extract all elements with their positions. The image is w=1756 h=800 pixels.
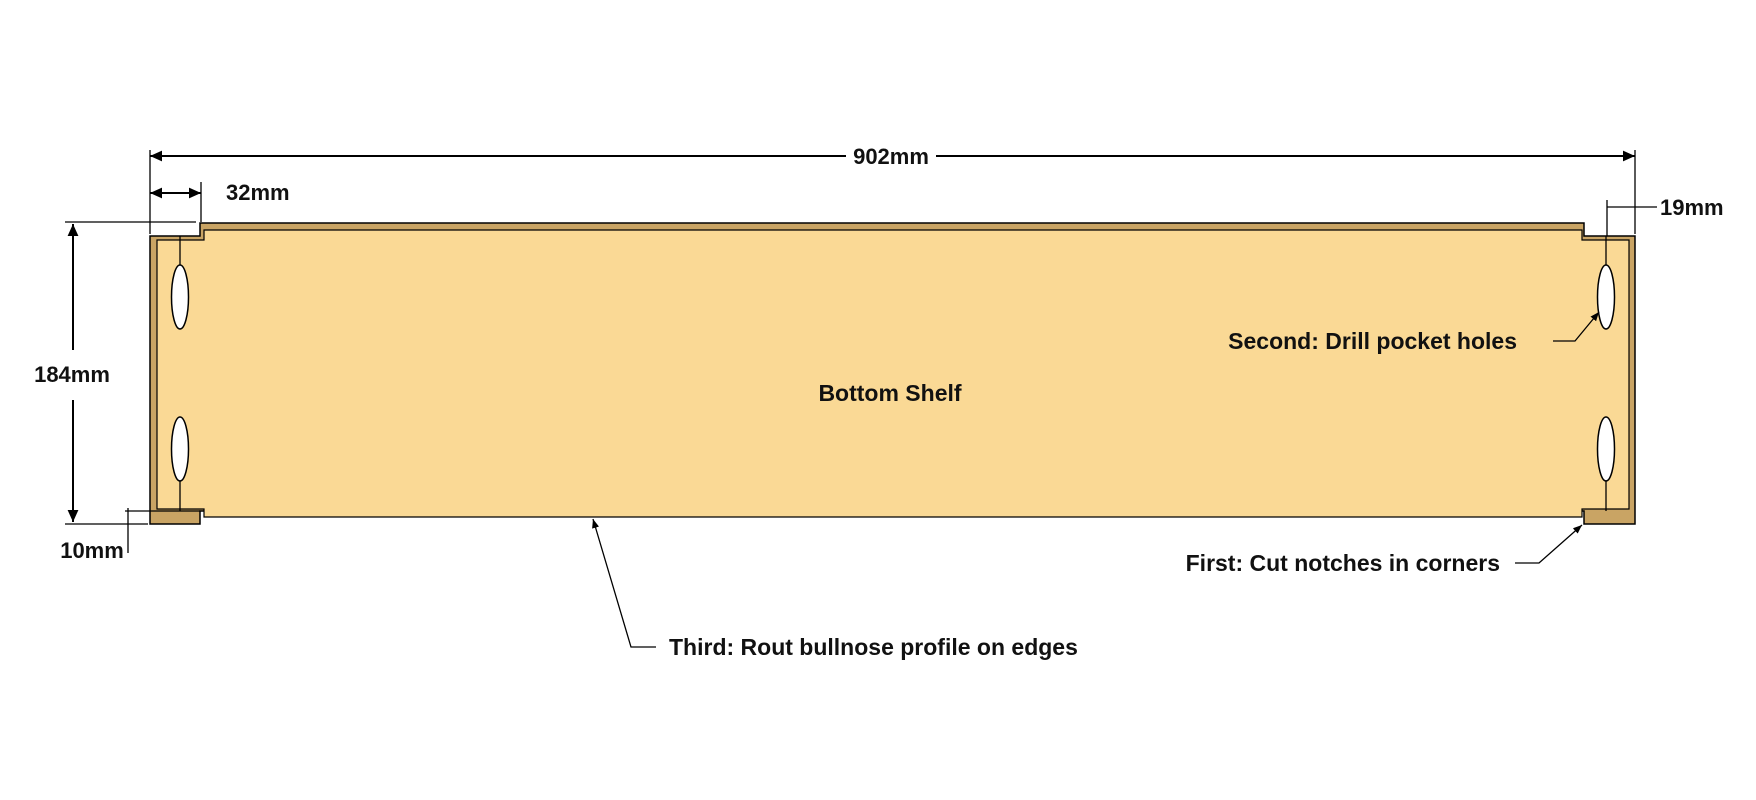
pocket-hole [170, 236, 190, 330]
note-second: Second: Drill pocket holes [1228, 311, 1600, 354]
shelf-board [149, 222, 1636, 525]
note-third-text: Third: Rout bullnose profile on edges [669, 634, 1078, 660]
dimension-label-notch-length: 32mm [226, 180, 290, 205]
pocket-hole [1596, 236, 1616, 330]
dimension-overall-length: 902mm [149, 144, 1636, 234]
dimension-label-overall-length: 902mm [853, 144, 929, 169]
dimension-edge-margin: 19mm [1606, 195, 1724, 236]
dimension-label-notch-depth: 10mm [60, 538, 124, 563]
pocket-hole [1596, 416, 1616, 511]
shelf-label: Bottom Shelf [818, 380, 961, 406]
note-first-text: First: Cut notches in corners [1186, 550, 1500, 576]
dimension-label-width: 184mm [34, 362, 110, 387]
dimension-width: 184mm [34, 221, 196, 525]
pocket-holes [170, 236, 1616, 511]
dimension-label-edge-margin: 19mm [1660, 195, 1724, 220]
note-third: Third: Rout bullnose profile on edges [592, 518, 1078, 660]
pocket-hole [170, 416, 190, 511]
dimension-notch-length: 32mm [150, 180, 290, 222]
note-second-text: Second: Drill pocket holes [1228, 328, 1517, 354]
note-first: First: Cut notches in corners [1186, 524, 1583, 576]
dimension-notch-depth: 10mm [60, 508, 200, 563]
shelf-face [156, 229, 1630, 518]
